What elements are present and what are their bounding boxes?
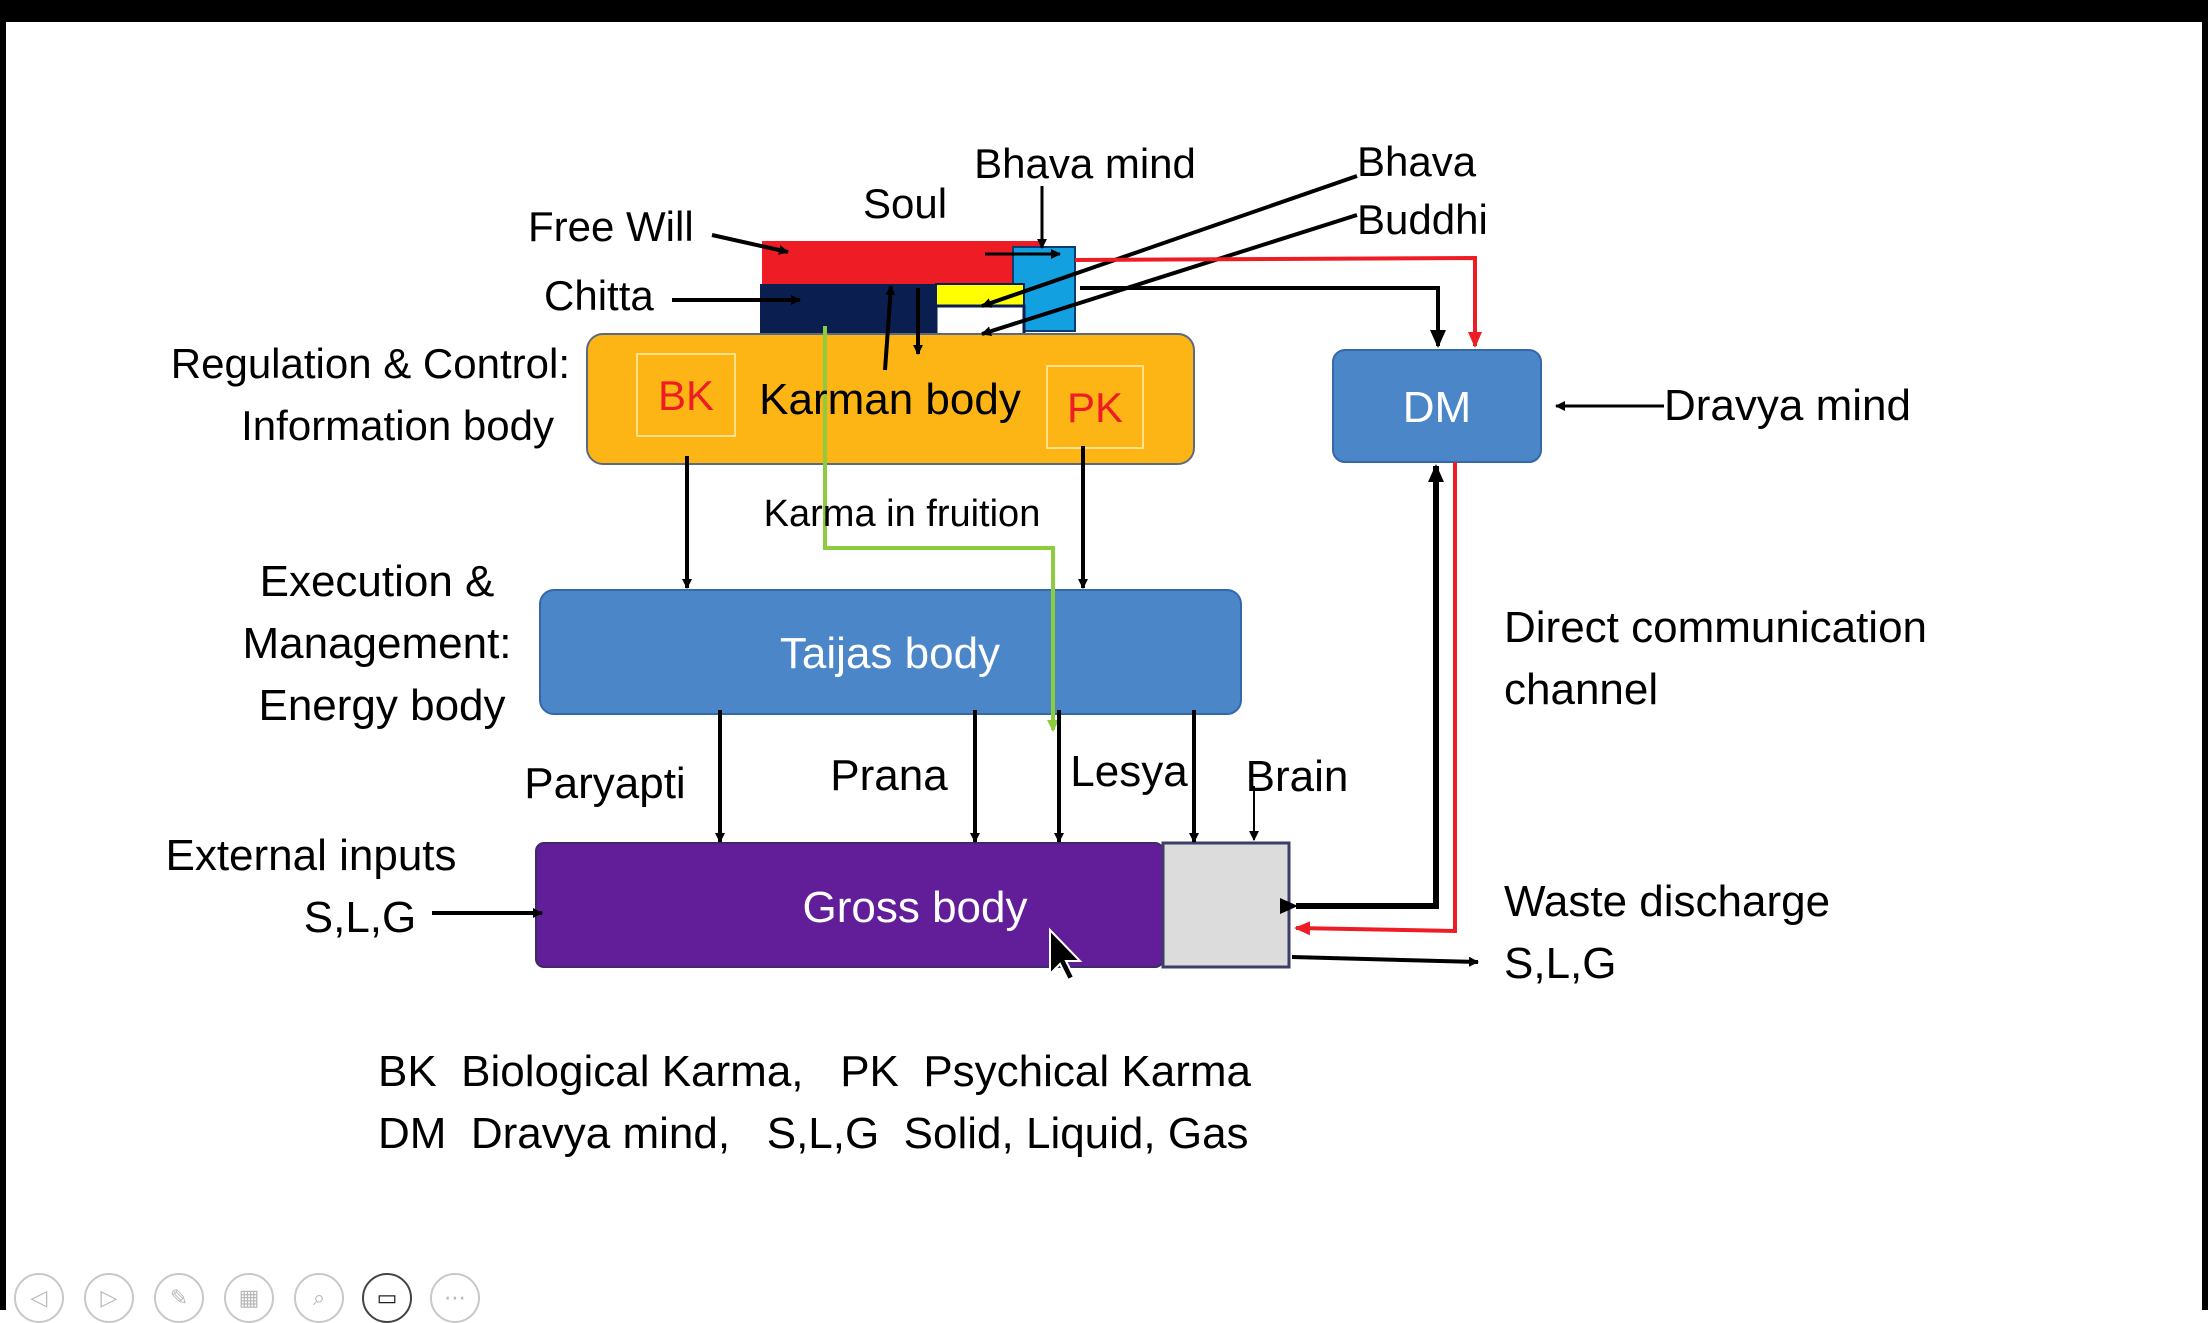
- buddhi-line: [981, 213, 1358, 337]
- execution-label-line2: Management:: [242, 619, 511, 668]
- soul-label: Soul: [863, 180, 947, 227]
- chitta-label: Chitta: [544, 272, 654, 319]
- more-options-icon[interactable]: ⋯: [430, 1273, 480, 1323]
- external-inputs-label-line2: S,L,G: [304, 893, 417, 942]
- pk-box: [1046, 365, 1144, 449]
- direct-communication-label-line1: Direct communication: [1504, 603, 1927, 652]
- regulation-label-line1: Regulation & Control:: [171, 340, 570, 387]
- brain-label: Brain: [1246, 752, 1349, 801]
- free-will-arrow: [711, 233, 789, 255]
- buddhi-label: Buddhi: [1357, 196, 1488, 243]
- red-arrow-dm-to-gross: [1294, 462, 1457, 936]
- black-arrow-to-dm: [1080, 286, 1446, 348]
- previous-slide-icon[interactable]: ◁: [14, 1273, 64, 1323]
- bk-box: [636, 353, 736, 437]
- taijas-body-box: [539, 589, 1242, 715]
- zoom-icon[interactable]: ⌕: [294, 1273, 344, 1323]
- karman-body-label: Karman body: [759, 375, 1021, 424]
- next-slide-icon[interactable]: ▷: [84, 1273, 134, 1323]
- right-black-edge: [2202, 0, 2208, 1310]
- karman-up-arrow: [883, 285, 896, 371]
- all-slides-icon[interactable]: ▦: [224, 1273, 274, 1323]
- bhava-mind-label: Bhava mind: [974, 140, 1196, 187]
- bhava-line: [981, 174, 1358, 308]
- prana-label: Prana: [830, 751, 948, 800]
- bk-label: BK: [658, 372, 714, 419]
- video-icon[interactable]: ▭: [362, 1273, 412, 1323]
- karma-in-fruition-line: [823, 326, 1059, 732]
- brain-box: [1161, 841, 1291, 969]
- pen-icon[interactable]: ✎: [154, 1273, 204, 1323]
- execution-label-line1: Execution &: [260, 557, 495, 606]
- waste-discharge-arrow: [1291, 955, 1479, 967]
- gross-body-label: Gross body: [803, 883, 1028, 932]
- taijas-body-label: Taijas body: [780, 629, 1000, 678]
- legend-line2: DM Dravya mind, S,L,G Solid, Liquid, Gas: [378, 1109, 1249, 1158]
- external-inputs-label-line1: External inputs: [165, 831, 456, 880]
- red-arrow-to-dm: [1074, 255, 1482, 348]
- pk-label: PK: [1067, 384, 1123, 431]
- gross-to-dm-arrow: [1280, 464, 1444, 914]
- paryapti-label: Paryapti: [524, 759, 685, 808]
- dm-box: [1332, 349, 1542, 463]
- karman-body-box: [586, 333, 1195, 465]
- regulation-label-line2: Information body: [241, 402, 554, 449]
- top-black-bar: [0, 0, 2208, 22]
- waste-discharge-label-line1: Waste discharge: [1504, 877, 1830, 926]
- legend-line1: BK Biological Karma, PK Psychical Karma: [378, 1047, 1252, 1096]
- karma-in-fruition-label: Karma in fruition: [764, 493, 1041, 535]
- left-black-edge: [0, 0, 6, 1310]
- mouse-cursor-icon: [1049, 927, 1083, 982]
- bhava-label: Bhava: [1357, 138, 1477, 185]
- direct-communication-label-line2: channel: [1504, 665, 1658, 714]
- lesya-label: Lesya: [1070, 747, 1188, 796]
- dm-label: DM: [1403, 383, 1471, 432]
- free-will-label: Free Will: [528, 203, 694, 250]
- execution-label-line3: Energy body: [258, 681, 505, 730]
- soul-block: [762, 241, 1042, 285]
- waste-discharge-label-line2: S,L,G: [1504, 939, 1617, 988]
- dravya-mind-label: Dravya mind: [1664, 381, 1911, 430]
- chitta-block: [760, 284, 938, 339]
